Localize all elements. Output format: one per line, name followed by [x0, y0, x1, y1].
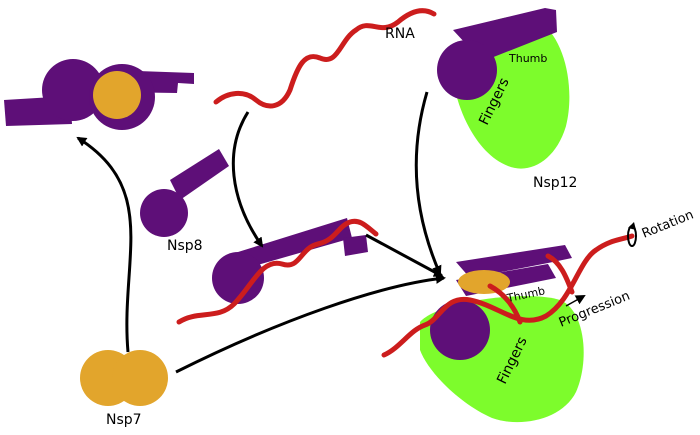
- rna-strand: [213, 8, 437, 109]
- arrow-rna-to-nsp8: [231, 111, 264, 248]
- arrow-nsp12-to-final: [414, 91, 442, 276]
- rna-label: RNA: [385, 26, 415, 42]
- pathway-arrows: [76, 91, 446, 374]
- nsp12-label: Nsp12: [533, 175, 577, 191]
- arrow-nsp8rna-to-final: [365, 233, 444, 278]
- nsp8-arm: [170, 149, 229, 200]
- replication-complex: [381, 222, 637, 423]
- nsp7-core: [93, 71, 141, 119]
- nsp7-lobe-right: [112, 350, 168, 406]
- nsp8-rna-complex: [176, 218, 379, 325]
- nsp7-protein: [80, 350, 168, 406]
- nsp8-rna-tip: [343, 235, 368, 256]
- nsp8-rna-head: [212, 252, 264, 304]
- complex-thumb-upper: [456, 245, 572, 278]
- nsp12-palm: [437, 40, 497, 100]
- nsp8-protein: [140, 149, 229, 237]
- nsp8-head-left: [42, 59, 104, 121]
- arrow-nsp7-to-complex: [76, 136, 133, 353]
- nsp8-rna-arm: [238, 218, 352, 270]
- rotation-label: Rotation: [640, 207, 696, 241]
- nsp8-head: [140, 189, 188, 237]
- rna-strand-bound-final: [381, 233, 635, 358]
- nsp12-protein: [437, 8, 570, 169]
- thumb-label-top: Thumb: [508, 52, 547, 65]
- nsp7-nsp8-complex: [4, 59, 194, 130]
- progression-arrow: [565, 295, 586, 307]
- complex-nsp7-core: [458, 270, 510, 294]
- rna-strand-bound: [176, 218, 379, 325]
- complex-palm: [430, 300, 490, 360]
- nsp7-label: Nsp7: [106, 412, 142, 428]
- arrow-nsp7-to-final: [175, 273, 446, 374]
- nsp8-label: Nsp8: [167, 238, 203, 254]
- rotation-arrowhead: [628, 222, 636, 230]
- rna-strand-crossing: [487, 253, 575, 325]
